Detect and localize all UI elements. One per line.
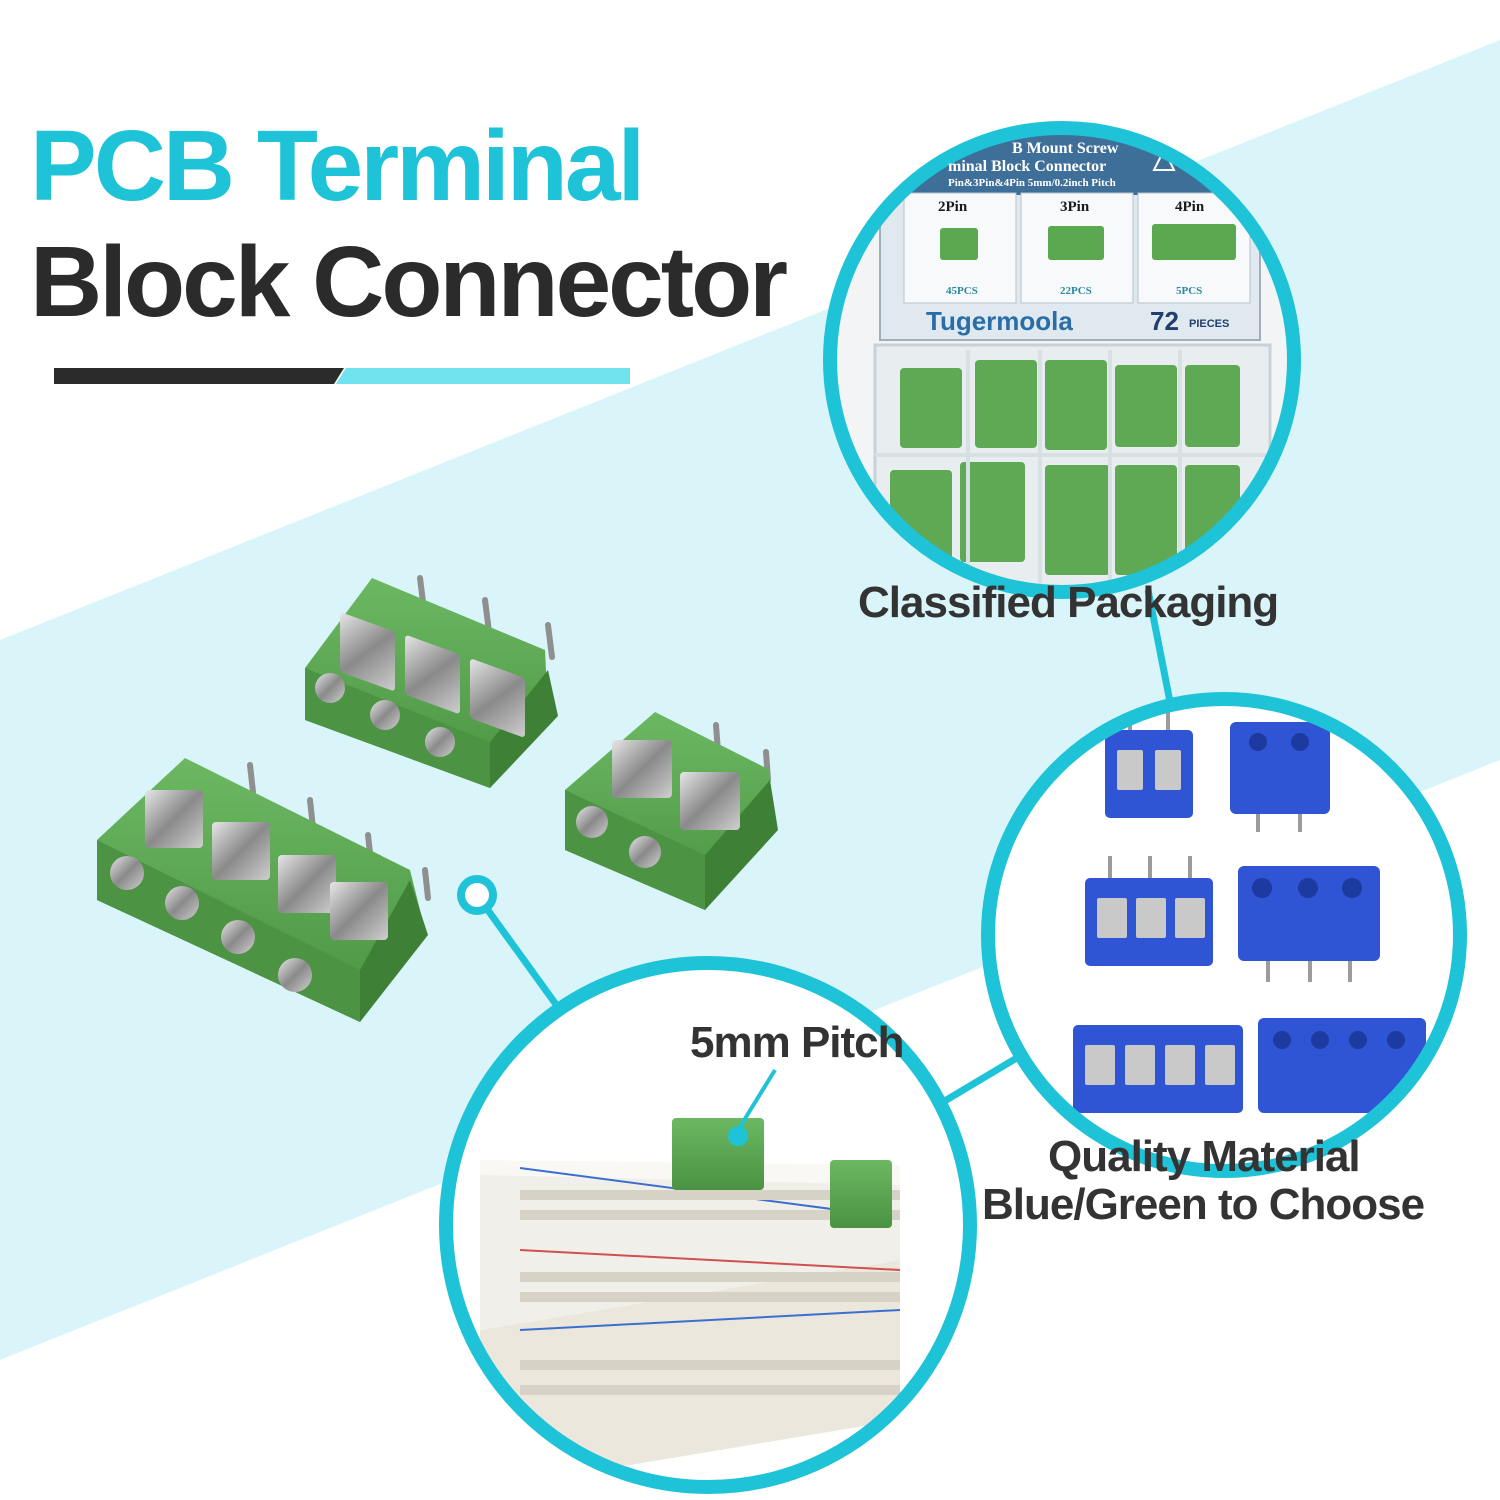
headline-line-1: PCB Terminal bbox=[30, 110, 645, 222]
package-total-count: 72 bbox=[1150, 306, 1179, 336]
blue-connectors-photo bbox=[988, 699, 1460, 1171]
green-connector-4pin bbox=[97, 758, 431, 1022]
label-quality-line-2: Blue/Green to Choose bbox=[982, 1180, 1425, 1229]
blue-circle-frame bbox=[981, 692, 1467, 1178]
package-header-line-3: Pin&3Pin&4Pin 5mm/0.2inch Pitch bbox=[948, 177, 1116, 189]
title-underline-cyan bbox=[336, 368, 630, 384]
package-col3-title: 4Pin bbox=[1175, 199, 1205, 215]
package-col2-title: 3Pin bbox=[1060, 199, 1090, 215]
package-col1-count: 45PCS bbox=[946, 285, 978, 297]
package-total-label: PIECES bbox=[1189, 318, 1230, 330]
pitch-callout-line bbox=[736, 1068, 777, 1132]
package-brand: Tugermoola bbox=[926, 306, 1073, 336]
title-underline-dark bbox=[54, 368, 344, 384]
package-header-line-2: minal Block Connector bbox=[948, 158, 1107, 175]
breadboard-circle-frame bbox=[439, 956, 977, 1494]
breadboard-photo bbox=[446, 963, 970, 1487]
green-connector-3pin bbox=[305, 575, 558, 788]
packaging-circle-frame bbox=[823, 121, 1301, 599]
label-pitch: 5mm Pitch bbox=[690, 1018, 905, 1067]
package-col3-count: 5PCS bbox=[1176, 285, 1203, 297]
label-classified-packaging: Classified Packaging bbox=[858, 578, 1279, 627]
package-header-line-1: B Mount Screw bbox=[1012, 140, 1119, 157]
callout-lines bbox=[474, 589, 1176, 1109]
headline-line-2: Block Connector bbox=[30, 226, 788, 338]
pitch-callout-dot bbox=[728, 1126, 748, 1146]
label-quality-line-1: Quality Material bbox=[1048, 1132, 1361, 1181]
callout-dot bbox=[457, 875, 497, 915]
green-connector-2pin bbox=[565, 712, 778, 910]
package-col2-count: 22PCS bbox=[1060, 285, 1092, 297]
package-col1-title: 2Pin bbox=[938, 199, 968, 215]
